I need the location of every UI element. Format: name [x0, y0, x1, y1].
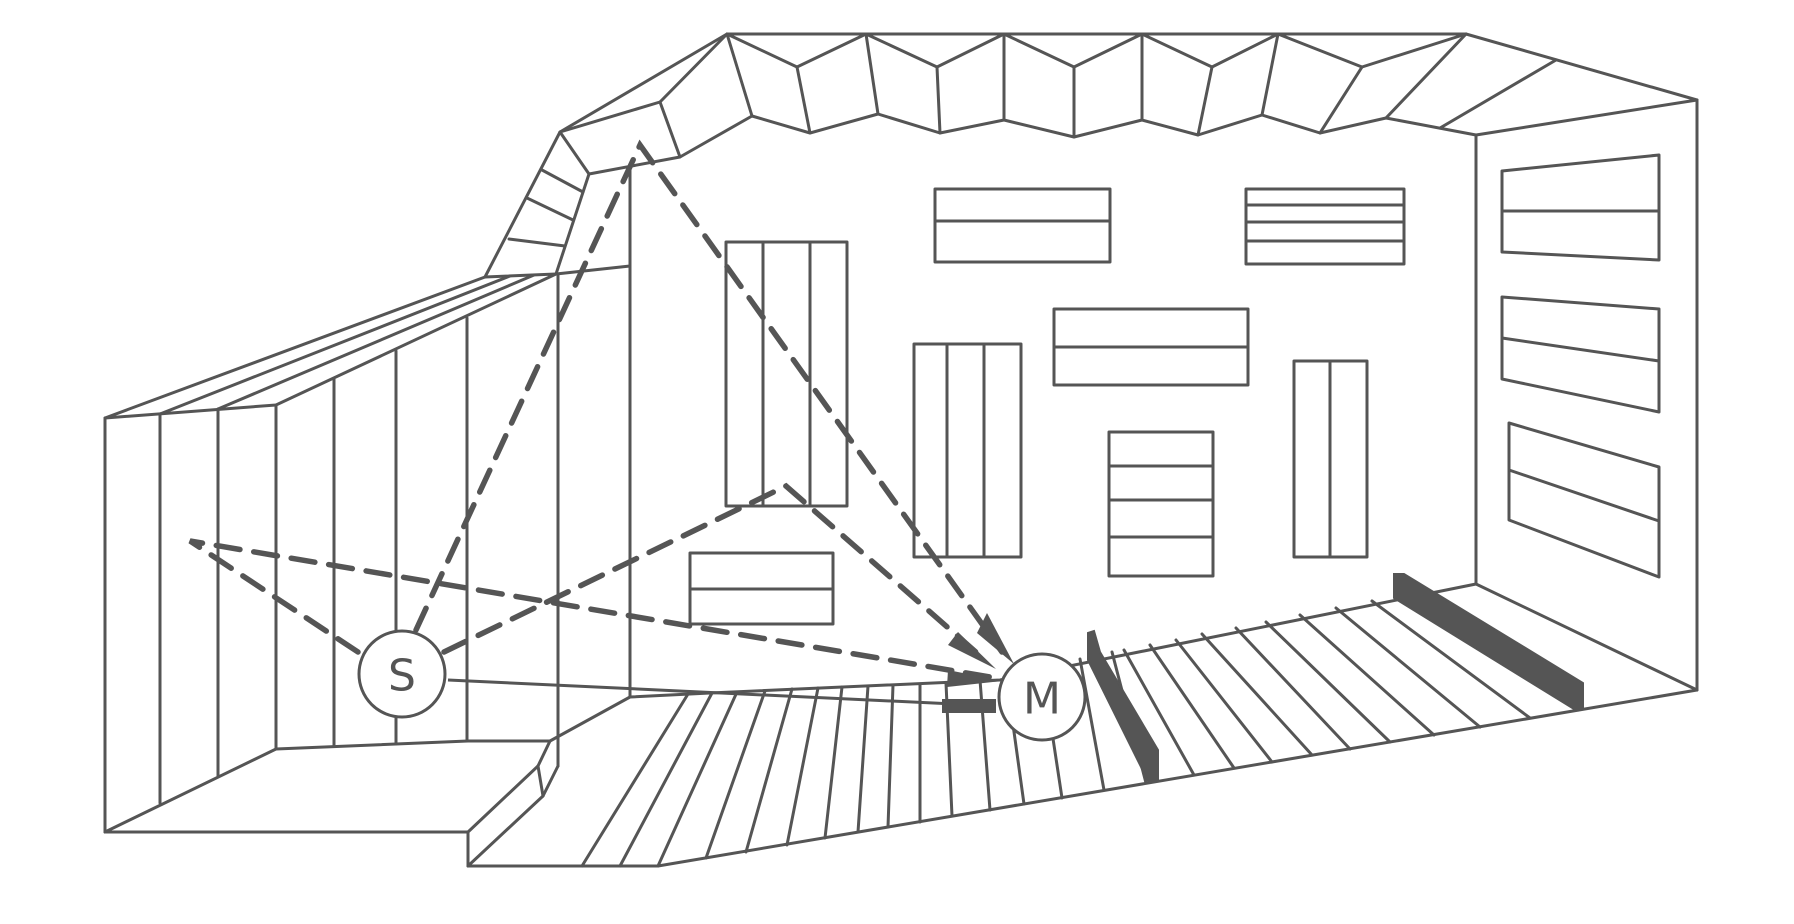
microphone-label: M	[1023, 674, 1061, 725]
walls	[630, 100, 1697, 697]
source-label: S	[388, 651, 416, 702]
sound-paths	[190, 145, 1014, 713]
microphone-node: M	[999, 654, 1085, 740]
direct-arrowhead	[942, 699, 996, 713]
left-annex	[105, 274, 658, 866]
floor	[582, 574, 1697, 866]
wall-panels	[690, 155, 1659, 624]
ceiling	[485, 34, 1697, 277]
source-node: S	[359, 631, 445, 717]
